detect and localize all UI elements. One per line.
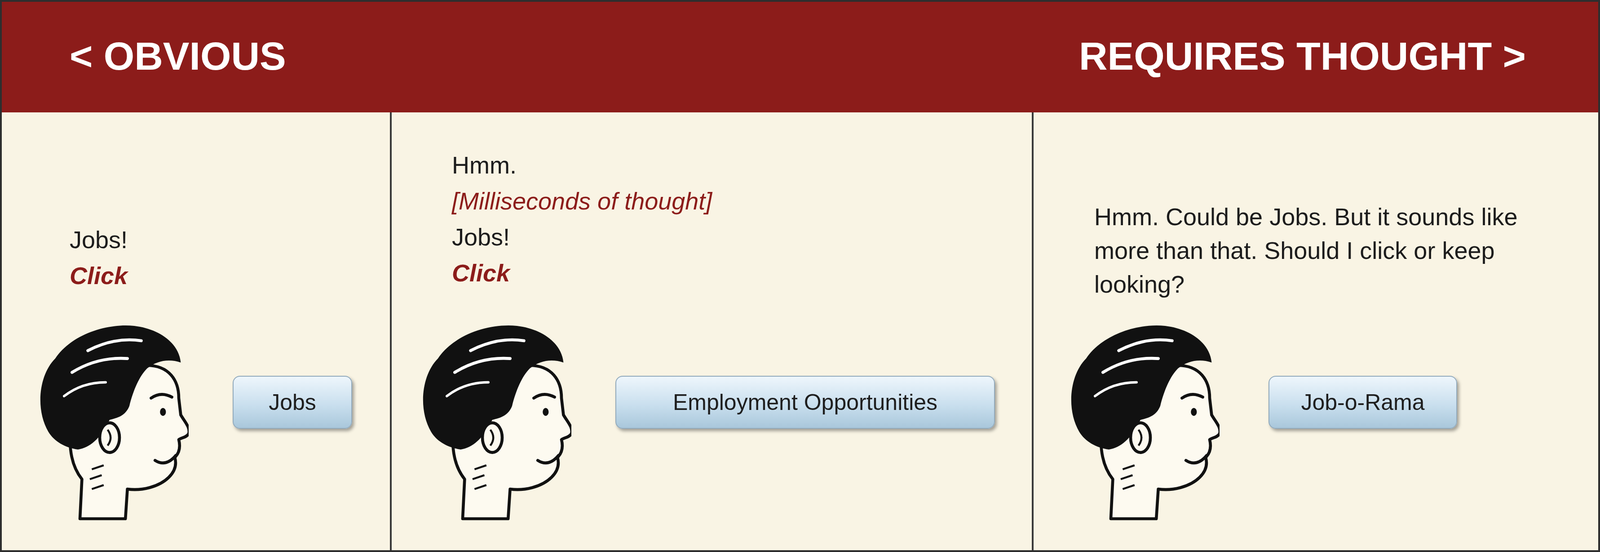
action-text: Click [69,257,376,294]
thought-text-group: Jobs!Click [69,221,376,294]
button-label: Employment Opportunities [672,388,938,416]
thought-text: Jobs! [69,221,376,258]
scale-label: REQUIRES THOUGHT > [1078,0,1526,113]
link-button: Employment Opportunities [615,375,995,429]
cartoon-face [40,325,190,519]
button-label: Job-o-Rama [1300,388,1425,416]
scenario-panel: Hmm. Could be Jobs. But it sounds like m… [1032,112,1600,552]
scenario-panel: Hmm.[Milliseconds of thought]Jobs!ClickE… [390,112,1033,552]
panel-divider [389,112,392,552]
header-band: < OBVIOUS REQUIRES THOUGHT > [0,0,1600,113]
link-button: Job-o-Rama [1268,375,1458,429]
link-button: Jobs [232,375,353,429]
cartoon-face [423,325,572,519]
scenario-panel: Jobs!ClickJobs [0,112,391,552]
thought-text: Hmm. Could be Jobs. But it sounds like m… [1094,199,1562,301]
panel-divider [1031,112,1034,552]
thought-text-group: Hmm.[Milliseconds of thought]Jobs!Click [451,146,1014,291]
action-text: Click [451,254,1014,291]
thought-text: Jobs! [451,218,1014,255]
thought-text-group: Hmm. Could be Jobs. But it sounds like m… [1094,199,1562,301]
cartoon-face [1071,325,1220,519]
scale-label: < OBVIOUS [69,0,287,113]
button-label: Jobs [268,388,317,416]
thought-text: Hmm. [451,146,1014,183]
action-text: [Milliseconds of thought] [451,182,1014,219]
